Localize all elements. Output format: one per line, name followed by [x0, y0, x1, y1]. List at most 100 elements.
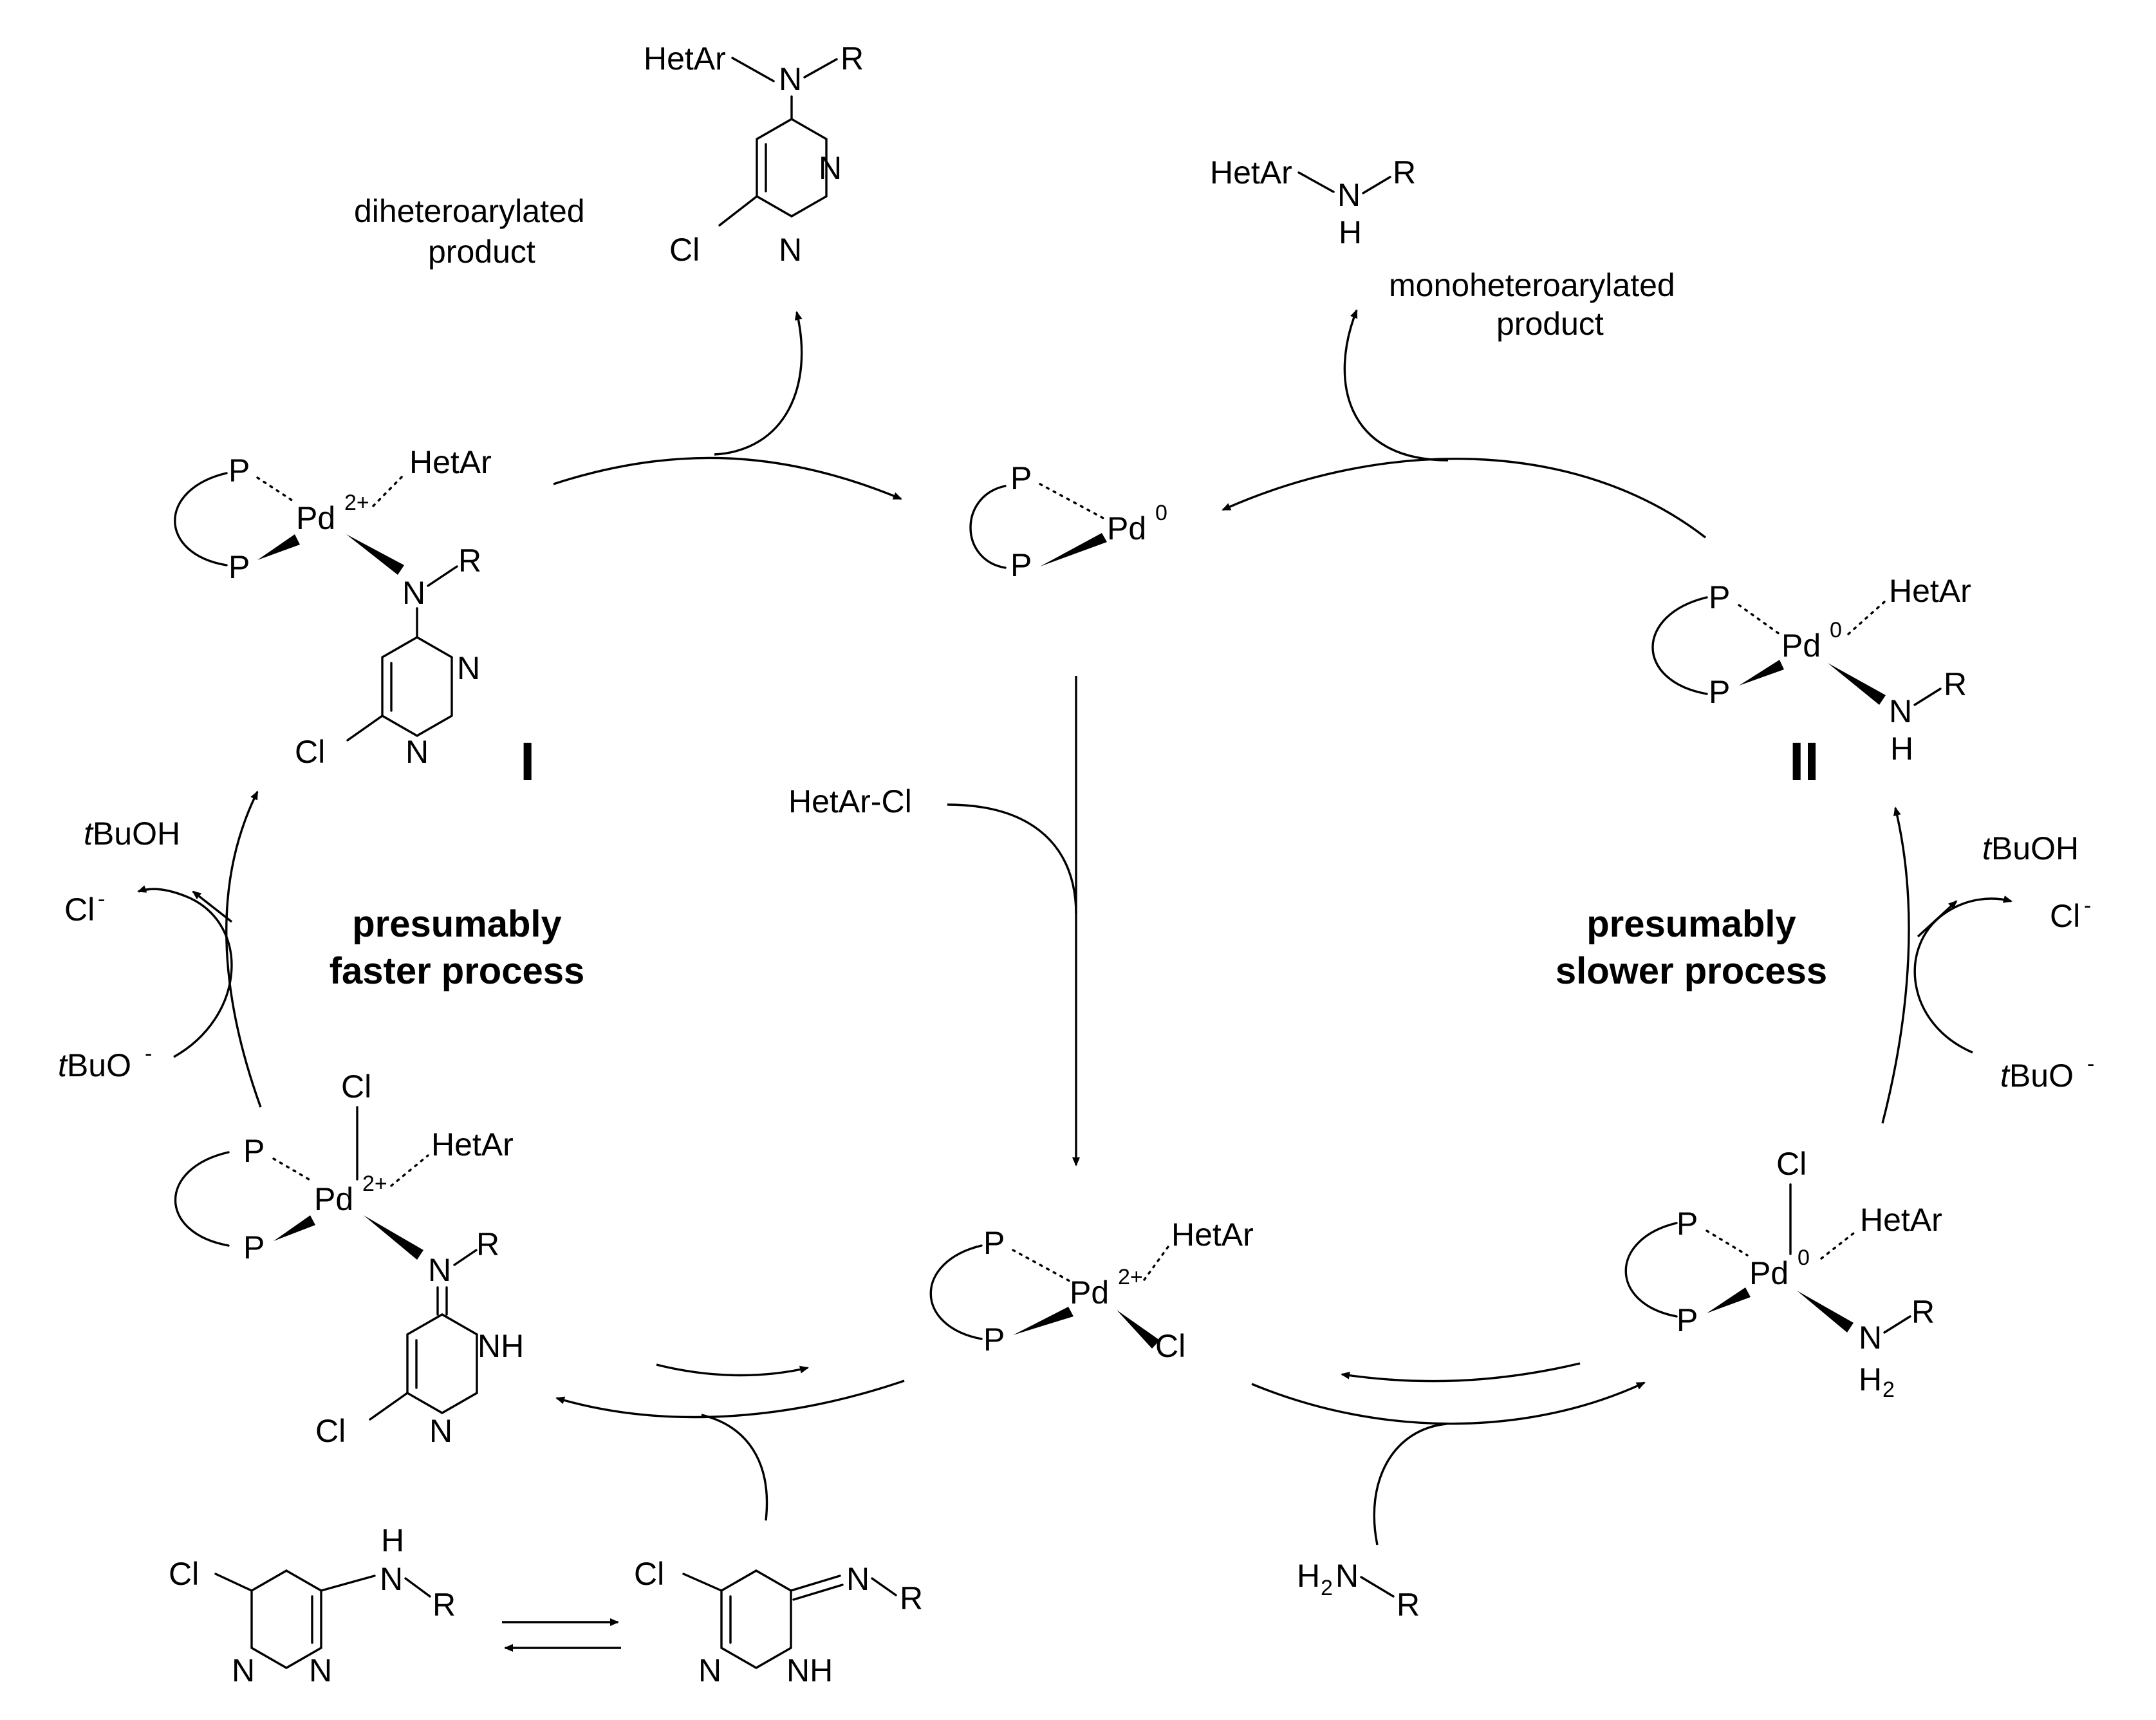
svg-text:Cl: Cl	[295, 734, 325, 770]
svg-text:-: -	[2084, 893, 2091, 918]
monoheteroarylated-label: monoheteroarylated	[1389, 267, 1675, 303]
svg-text:H: H	[381, 1522, 404, 1558]
svg-text:tBuO: tBuO	[2000, 1058, 2074, 1094]
svg-text:P: P	[1010, 547, 1032, 583]
svg-text:N: N	[309, 1652, 332, 1688]
svg-text:P: P	[243, 1229, 265, 1266]
svg-text:faster process: faster process	[330, 950, 585, 992]
svg-text:NH: NH	[786, 1652, 833, 1688]
svg-text:R: R	[1944, 666, 1967, 702]
svg-text:N: N	[819, 150, 842, 186]
svg-text:R: R	[458, 543, 481, 579]
svg-text:Pd: Pd	[1749, 1255, 1789, 1291]
svg-text:N: N	[779, 232, 802, 268]
svg-text:2+: 2+	[362, 1172, 387, 1196]
svg-text:P: P	[1709, 579, 1730, 615]
svg-text:2: 2	[1882, 1378, 1895, 1402]
svg-text:N: N	[1337, 177, 1361, 213]
svg-text:HetAr: HetAr	[409, 444, 492, 480]
svg-text:Cl: Cl	[669, 232, 700, 268]
pd0-catalyst: P P Pd 0	[969, 460, 1167, 583]
arrow-left-base-exchange	[137, 885, 233, 1058]
arrow-right-base-exchange	[1913, 895, 2012, 1054]
arrow-complexI-to-pd0	[553, 456, 902, 500]
svg-text:-: -	[2087, 1052, 2094, 1076]
svg-text:N: N	[698, 1652, 721, 1688]
svg-text:N: N	[402, 575, 425, 611]
svg-text:H: H	[1859, 1361, 1882, 1398]
svg-text:R: R	[476, 1226, 499, 1262]
arrow-tautomer-entry	[701, 1414, 768, 1521]
svg-text:N: N	[232, 1652, 255, 1688]
arrow-to-diheteroarylated-product	[714, 311, 803, 456]
svg-text:Cl: Cl	[315, 1413, 346, 1449]
svg-text:R: R	[841, 41, 864, 77]
svg-text:N: N	[1859, 1320, 1882, 1356]
svg-text:HetAr: HetAr	[431, 1126, 514, 1163]
label-roman-I: I	[520, 731, 535, 792]
svg-text:P: P	[983, 1225, 1005, 1261]
diheteroarylated-product: HetAr N R N N Cl	[644, 41, 864, 268]
svg-text:tBuOH: tBuOH	[84, 816, 180, 852]
tautomer-equilibrium-arrows	[502, 1618, 621, 1652]
svg-text:presumably: presumably	[1586, 903, 1796, 945]
svg-text:-: -	[98, 887, 105, 911]
svg-text:N: N	[405, 734, 429, 770]
slower-process-label: presumably slower process	[1556, 903, 1827, 992]
arrow-left-cycle-up	[225, 790, 262, 1108]
svg-text:Cl: Cl	[2050, 898, 2080, 934]
aminopyrimidine-tautomer: Cl N N N H R	[169, 1522, 456, 1688]
svg-text:slower process: slower process	[1556, 950, 1827, 992]
svg-text:R: R	[432, 1587, 456, 1623]
arrow-bottom-left-reverse	[656, 1363, 809, 1377]
diheteroarylated-product-label: product	[428, 234, 535, 270]
iminopyrimidine-tautomer: Cl N NH N R	[634, 1556, 923, 1688]
svg-text:HetAr: HetAr	[1860, 1202, 1942, 1238]
right-base-species: tBuOH Cl - tBuO -	[1982, 830, 2094, 1094]
left-base-species: tBuOH Cl - tBuO -	[58, 816, 180, 1083]
svg-text:P: P	[243, 1133, 265, 1169]
svg-text:2+: 2+	[1118, 1265, 1143, 1289]
svg-text:Pd: Pd	[314, 1181, 353, 1217]
svg-text:H: H	[1297, 1558, 1320, 1594]
complex-I: P P Pd 2+ HetAr N R N N Cl	[174, 444, 492, 770]
svg-text:P: P	[228, 549, 250, 585]
svg-text:N: N	[779, 61, 802, 97]
svg-text:P: P	[1677, 1206, 1698, 1242]
svg-text:P: P	[983, 1322, 1005, 1358]
svg-text:0: 0	[1798, 1246, 1810, 1270]
svg-text:0: 0	[1155, 501, 1167, 525]
svg-text:P: P	[228, 453, 250, 489]
svg-text:2: 2	[1321, 1576, 1333, 1600]
svg-text:P: P	[1010, 460, 1032, 496]
svg-text:HetAr: HetAr	[1210, 154, 1292, 191]
svg-text:Pd: Pd	[1070, 1275, 1109, 1311]
svg-text:R: R	[1393, 154, 1416, 191]
faster-process-label: presumably faster process	[330, 903, 585, 992]
svg-text:R: R	[900, 1580, 923, 1616]
svg-text:H: H	[1339, 214, 1362, 250]
svg-text:Cl: Cl	[64, 892, 95, 928]
svg-text:presumably: presumably	[352, 903, 562, 945]
svg-text:N: N	[1889, 693, 1912, 729]
svg-text:HetAr: HetAr	[644, 41, 726, 77]
pd2-imine-complex: P P Pd 2+ Cl HetAr N R NH N Cl	[174, 1069, 524, 1449]
svg-text:NH: NH	[478, 1328, 524, 1364]
svg-text:Pd: Pd	[1107, 510, 1146, 547]
svg-text:0: 0	[1830, 618, 1842, 642]
svg-text:Cl: Cl	[1155, 1328, 1185, 1364]
svg-text:N: N	[428, 1252, 451, 1288]
monoheteroarylated-product: HetAr N R H	[1210, 154, 1416, 250]
arrow-complexII-to-pd0	[1222, 458, 1707, 539]
svg-text:Pd: Pd	[1781, 628, 1821, 664]
label-roman-II: II	[1789, 731, 1819, 792]
svg-text:N: N	[380, 1561, 403, 1597]
svg-text:HetAr: HetAr	[1171, 1217, 1254, 1253]
arrow-bottom-right-to-amine-complex	[1251, 1381, 1646, 1425]
svg-text:tBuO: tBuO	[58, 1047, 131, 1083]
svg-text:tBuOH: tBuOH	[1982, 830, 2079, 866]
hetar-cl-reagent: HetAr-Cl	[788, 783, 912, 819]
svg-text:Cl: Cl	[1776, 1146, 1807, 1182]
svg-text:N: N	[846, 1561, 869, 1597]
